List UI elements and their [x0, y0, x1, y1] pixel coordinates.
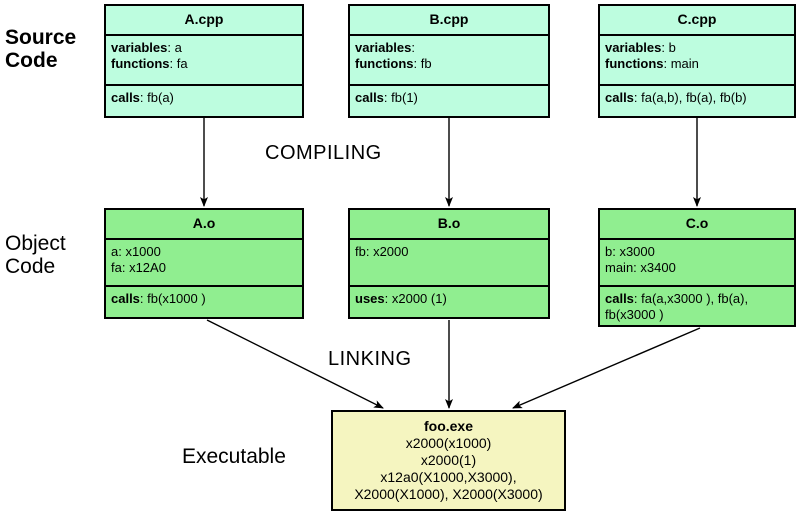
calls-key: calls — [355, 90, 384, 105]
variables-value: : a — [167, 40, 182, 55]
calls-key: calls — [111, 291, 140, 306]
source-box-c-cpp-calls: calls: fa(a,b), fb(a), fb(b) — [600, 84, 794, 111]
calls-value: : fa(a,b), fb(a), fb(b) — [633, 90, 747, 105]
calls-key: calls — [605, 90, 634, 105]
uses-value: : x2000 (1) — [384, 291, 447, 306]
calls-value: : fb(x1000 ) — [139, 291, 206, 306]
object-box-c-o-calls: calls: fa(a,x3000 ), fb(a), fb(x3000 ) — [600, 285, 794, 328]
object-box-c-o: C.o b: x3000 main: x3400 calls: fa(a,x30… — [598, 208, 796, 327]
object-box-c-o-symbols: b: x3000 main: x3400 — [605, 244, 676, 275]
calls-value: : fb(a) — [139, 90, 174, 105]
functions-value: : fb — [413, 56, 432, 71]
calls-value: : fb(1) — [383, 90, 418, 105]
object-box-a-o-calls: calls: fb(x1000 ) — [106, 285, 302, 312]
object-box-b-o-symbols: fb: x2000 — [355, 244, 409, 259]
functions-value: : main — [663, 56, 699, 71]
calls-key: calls — [111, 90, 140, 105]
arrow-co-to-fooexe — [512, 327, 701, 409]
stage-label-source-code: Source Code — [5, 26, 77, 72]
executable-box-foo-exe-title: foo.exe — [423, 418, 473, 434]
object-box-a-o: A.o a: x1000 fa: x12A0 calls: fb(x1000 ) — [104, 208, 304, 319]
variables-key: variables — [605, 40, 662, 55]
object-box-a-o-title: A.o — [106, 210, 302, 240]
source-box-a-cpp-declarations: variables: a functions: fa — [106, 36, 302, 84]
variables-key: variables — [111, 40, 168, 55]
object-box-b-o: B.o fb: x2000 uses: x2000 (1) — [348, 208, 550, 319]
calls-value: : fa(a,x3000 ), fb(a), fb(x3000 ) — [605, 291, 749, 322]
object-box-a-o-symbols: a: x1000 fa: x12A0 — [111, 244, 166, 275]
source-box-c-cpp: C.cpp variables: b functions: main calls… — [598, 4, 796, 118]
object-box-b-o-title: B.o — [350, 210, 548, 240]
source-box-a-cpp-title: A.cpp — [106, 6, 302, 36]
source-box-c-cpp-declarations: variables: b functions: main — [600, 36, 794, 84]
variables-key: variables — [355, 40, 412, 55]
source-box-b-cpp: B.cpp variables: functions: fb calls: fb… — [348, 4, 550, 118]
variables-value: : b — [661, 40, 676, 55]
executable-box-foo-exe-lines: x2000(x1000) x2000(1) x12a0(X1000,X3000)… — [354, 435, 543, 502]
executable-box-foo-exe: foo.exe x2000(x1000) x2000(1) x12a0(X100… — [331, 410, 566, 511]
variables-value: : — [411, 40, 415, 55]
source-box-c-cpp-title: C.cpp — [600, 6, 794, 36]
source-box-a-cpp: A.cpp variables: a functions: fa calls: … — [104, 4, 304, 118]
source-box-b-cpp-title: B.cpp — [350, 6, 548, 36]
functions-key: functions — [355, 56, 414, 71]
calls-key: calls — [605, 291, 634, 306]
object-box-c-o-title: C.o — [600, 210, 794, 240]
source-box-a-cpp-calls: calls: fb(a) — [106, 84, 302, 111]
process-label-linking: LINKING — [328, 348, 412, 370]
object-box-b-o-uses: uses: x2000 (1) — [350, 285, 548, 312]
source-box-b-cpp-declarations: variables: functions: fb — [350, 36, 548, 84]
functions-key: functions — [111, 56, 170, 71]
functions-key: functions — [605, 56, 664, 71]
process-label-compiling: COMPILING — [265, 142, 382, 164]
stage-label-executable: Executable — [182, 445, 286, 468]
source-box-b-cpp-calls: calls: fb(1) — [350, 84, 548, 111]
stage-label-object-code: Object Code — [5, 232, 66, 278]
uses-key: uses — [355, 291, 385, 306]
functions-value: : fa — [169, 56, 188, 71]
